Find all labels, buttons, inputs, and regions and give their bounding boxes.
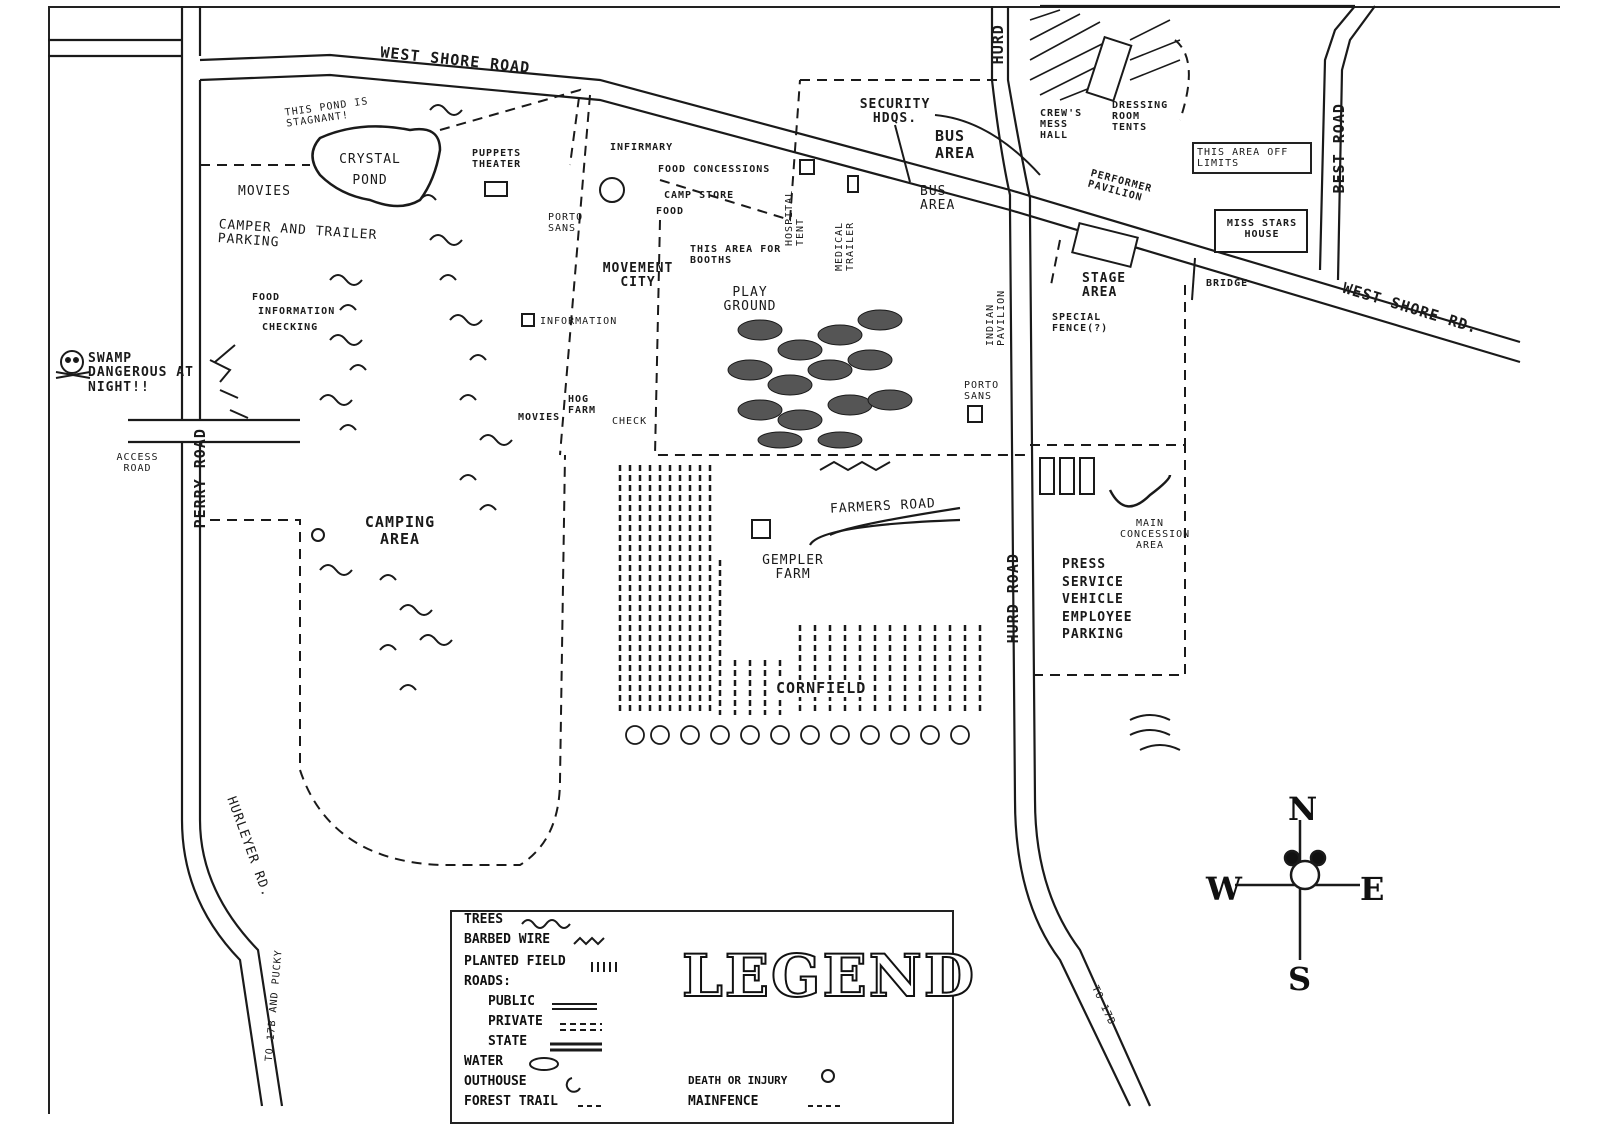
legend-mainfence: MAINFENCE [688, 1094, 759, 1109]
road-top-left [48, 38, 182, 58]
label-play-ground: PLAY GROUND [723, 285, 777, 315]
compass-south: S [1288, 960, 1312, 998]
label-miss-stars-house: MISS STARS HOUSE [1226, 218, 1298, 240]
legend-barbed-wire: BARBED WIRE [464, 932, 551, 947]
label-special-fence: SPECIAL FENCE(?) [1052, 312, 1109, 334]
label-gempler-farm: GEMPLER FARM [762, 553, 824, 583]
cornfield-hatching [618, 465, 982, 715]
legend: TREES BARBED WIRE PLANTED FIELD ROADS: P… [450, 910, 975, 1124]
label-cornfield: CORNFIELD [772, 680, 871, 697]
label-food-booth: FOOD [252, 292, 281, 303]
legend-state: STATE [488, 1034, 528, 1049]
road-access [128, 418, 300, 444]
compass-east: E [1360, 870, 1385, 908]
label-crews-mess: CREW'S MESS HALL [1040, 108, 1083, 141]
label-bus-area-2: BUS AREA [920, 184, 956, 214]
label-swamp: SWAMP DANGEROUS AT NIGHT!! [88, 351, 194, 395]
death-marker [55, 350, 91, 379]
label-press-parking: PRESS SERVICE VEHICLE EMPLOYEE PARKING [1062, 557, 1133, 643]
legend-private: PRIVATE [488, 1014, 543, 1029]
legend-death-injury: DEATH OR INJURY [688, 1074, 788, 1087]
label-bridge: BRIDGE [1206, 278, 1249, 289]
label-information-booth: INFORMATION [258, 306, 336, 317]
label-crystal-pond: CRYSTAL POND [339, 152, 401, 188]
label-hog-farm: HOG FARM [568, 394, 597, 416]
label-food: FOOD [656, 206, 685, 217]
label-checking: CHECKING [262, 322, 319, 333]
road-perry-east [198, 80, 284, 1107]
label-perry-road: PERRY ROAD [190, 428, 209, 529]
compass-west: W [1206, 870, 1242, 908]
label-stage-area: STAGE AREA [1082, 271, 1127, 301]
label-access-road: ACCESS ROAD [116, 452, 159, 474]
label-food-concessions: FOOD CONCESSIONS [658, 164, 771, 175]
road-best-west [1318, 5, 1356, 271]
road-west-shore-upper [199, 53, 1521, 344]
label-information: INFORMATION [540, 316, 618, 327]
legend-trees: TREES [464, 912, 504, 927]
legend-roads: ROADS: [464, 974, 511, 989]
legend-forest-trail: FOREST TRAIL [464, 1094, 558, 1109]
label-dressing-tents: DRESSING ROOM TENTS [1112, 100, 1169, 133]
label-security-hdqs: SECURITY HDQS. [859, 97, 931, 127]
compass-arrows [1235, 820, 1360, 960]
label-puppets-theater: PUPPETS THEATER [472, 148, 522, 170]
legend-title: LEGEND [681, 941, 977, 1011]
label-camp-store: CAMP STORE [664, 190, 735, 201]
legend-public: PUBLIC [488, 994, 535, 1009]
label-booths: THIS AREA FOR BOOTHS [690, 244, 782, 266]
label-camping-area: CAMPING AREA [364, 513, 436, 548]
legend-outhouse: OUTHOUSE [464, 1074, 527, 1089]
label-hospital-tent: HOSPITAL TENT [784, 189, 806, 246]
label-main-concession: MAIN CONCESSION AREA [1120, 518, 1191, 551]
label-porto-sans: PORTO SANS [548, 212, 584, 234]
label-best-road: BEST ROAD [1329, 103, 1348, 194]
label-movies-top: MOVIES [238, 184, 291, 199]
road-best-east [1336, 5, 1376, 281]
label-hurd-top: HURD [988, 24, 1007, 65]
compass-north: N [1288, 790, 1318, 828]
label-indian-pavilion: INDIAN PAVILION [985, 289, 1007, 346]
legend-water: WATER [464, 1054, 504, 1069]
map-frame [48, 6, 1560, 1114]
label-check: CHECK [612, 416, 648, 427]
label-hurd-road: HURD ROAD [1003, 553, 1022, 644]
label-infirmary: INFIRMARY [610, 142, 674, 153]
road-west-shore-lower [199, 73, 1521, 364]
legend-symbols [521, 919, 844, 1107]
playground-trees [727, 309, 913, 449]
label-medical-trailer: MEDICAL TRAILER [834, 221, 856, 271]
label-off-limits: THIS AREA OFF LIMITS [1192, 142, 1312, 174]
road-hurd-east [1006, 6, 1152, 1107]
label-movement-city: MOVEMENT CITY [602, 261, 674, 291]
tree-row [625, 725, 970, 745]
legend-planted-field: PLANTED FIELD [464, 954, 566, 969]
label-movies-mid: MOVIES [518, 412, 561, 423]
road-perry-west [180, 56, 264, 1107]
forest-scribbles [209, 104, 1181, 751]
label-porto-sans-2: PORTO SANS [964, 380, 1000, 402]
label-bus-area-1: BUS AREA [935, 127, 976, 162]
road-hurd-west [990, 6, 1131, 1107]
